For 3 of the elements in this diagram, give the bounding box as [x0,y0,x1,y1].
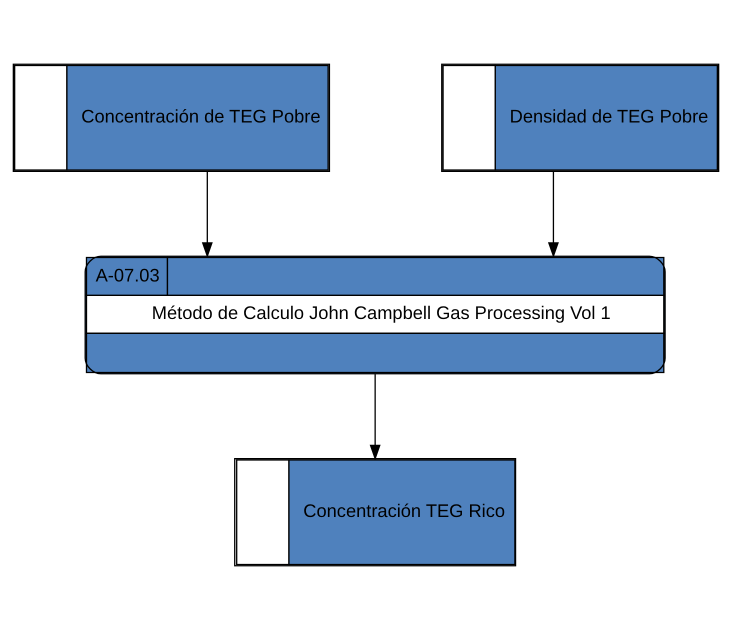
arrow [202,172,213,258]
arrow [548,172,559,258]
arrow [370,374,381,460]
